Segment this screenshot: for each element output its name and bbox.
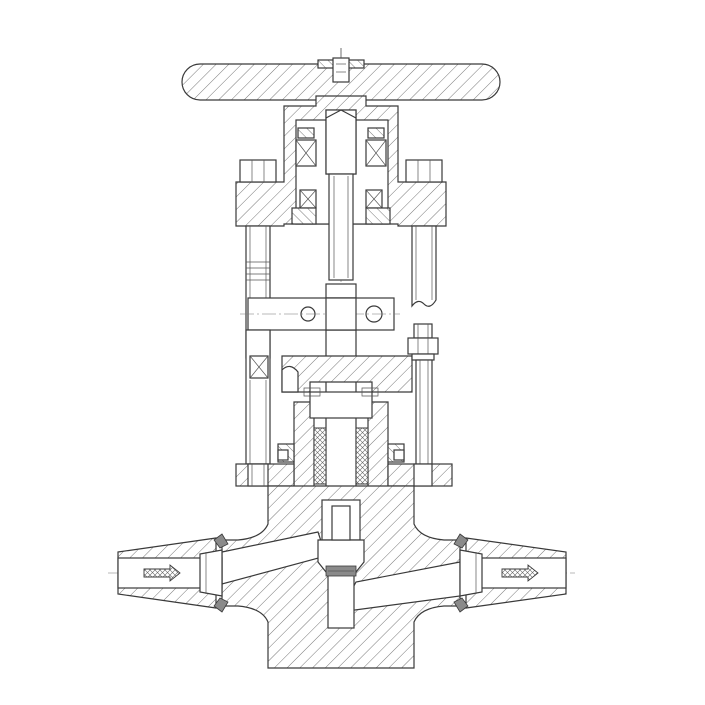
inlet-flow-arrow (143, 564, 181, 582)
disc (317, 505, 365, 577)
left-pillar (245, 329, 271, 465)
right-bonnet-bolt (407, 323, 439, 485)
stem-clamp (240, 297, 400, 331)
gland-packing (313, 427, 369, 485)
valve-body (221, 485, 461, 669)
outlet-flow-arrow (501, 564, 539, 582)
handwheel (181, 48, 501, 101)
gland-flange (281, 355, 413, 393)
bonnet (293, 387, 389, 501)
body-flange (235, 443, 453, 487)
right-yoke-bolt (405, 159, 443, 308)
